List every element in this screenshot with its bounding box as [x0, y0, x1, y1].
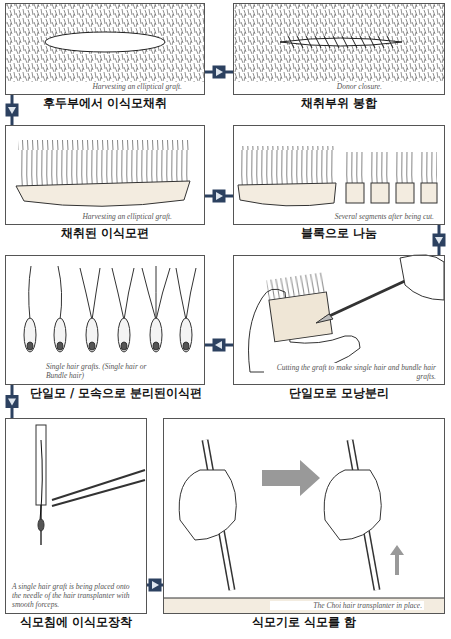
- flow-arrow: [147, 579, 163, 592]
- graft-segments-drawing: [238, 146, 437, 206]
- arrow-marker: [213, 66, 226, 79]
- transplanter-drawing: [164, 440, 444, 613]
- flow-arrow: [6, 95, 19, 125]
- graft-strip-drawing: [16, 140, 190, 206]
- figure-caption: Harvesting an elliptical graft.: [40, 212, 174, 221]
- needle-drawing: [36, 425, 145, 545]
- scalp-drawing: [6, 4, 204, 82]
- step-label: 블록으로 나눔: [234, 227, 444, 241]
- figure-caption: A single hair graft is being placed onto…: [10, 582, 142, 609]
- step-label: 단일모 / 모속으로 분리된이식편: [30, 387, 202, 401]
- step-label: 식모침에 이식모장착: [6, 616, 146, 630]
- suture-drawing: [234, 4, 444, 82]
- arrow-marker: [433, 234, 446, 247]
- illustration-panel: Cutting the graft to make single hair an…: [233, 255, 445, 385]
- arrow-marker: [213, 190, 226, 203]
- arrow-marker: [6, 104, 19, 117]
- figure-caption: Single hair grafts. (Single hair or Bund…: [44, 362, 158, 380]
- flow-arrow: [433, 225, 446, 255]
- illustration-panel: A single hair graft is being placed onto…: [5, 418, 147, 614]
- cutting-drawing: [249, 255, 445, 372]
- figure-caption: Several segments after being cut.: [292, 212, 436, 221]
- figure-caption: The Choi hair transplanter in place.: [270, 601, 424, 610]
- arrow-marker: [6, 395, 19, 408]
- illustration-panel: Single hair grafts. (Single hair or Bund…: [5, 255, 205, 385]
- illustration-panel: Several segments after being cut.블록으로 나눔: [233, 125, 445, 225]
- follicle-drawing: [24, 266, 196, 352]
- figure-caption: Donor closure.: [260, 82, 384, 91]
- arrow-marker: [149, 579, 162, 592]
- figure-caption: Cutting the graft to make single hair an…: [264, 363, 438, 381]
- figure-caption: Harvesting an elliptical graft.: [50, 82, 184, 91]
- step-label: 단일모로 모낭분리: [234, 387, 444, 401]
- flow-arrow: [205, 339, 233, 352]
- step-label: 채취부위 봉합: [234, 97, 444, 111]
- flow-arrow: [6, 385, 19, 418]
- illustration-panel: Harvesting an elliptical graft.후두부에서 이식모…: [5, 3, 205, 95]
- illustration-panel: Donor closure.채취부위 봉합: [233, 3, 445, 95]
- flow-arrow: [205, 66, 233, 79]
- arrow-marker: [213, 339, 226, 352]
- step-label: 후두부에서 이식모채취: [6, 97, 204, 111]
- step-label: 식모기로 식모를 함: [164, 616, 444, 630]
- step-label: 채취된 이식모편: [6, 227, 204, 241]
- flow-arrow: [205, 190, 233, 203]
- illustration-panel: Harvesting an elliptical graft.채취된 이식모편: [5, 125, 205, 225]
- illustration-panel: The Choi hair transplanter in place.식모기로…: [163, 418, 445, 614]
